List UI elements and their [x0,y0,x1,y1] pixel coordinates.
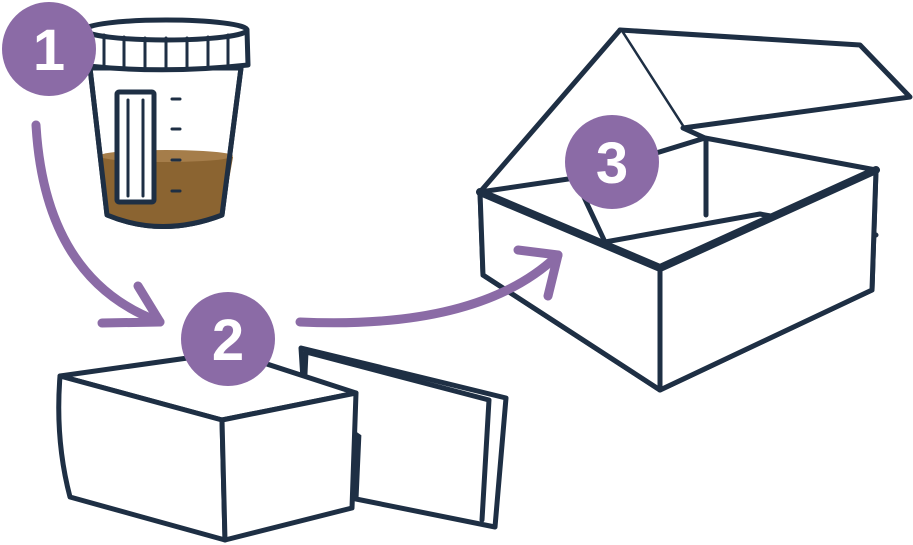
step-badge-3: 3 [565,115,659,209]
arrow-head-2 [513,245,563,301]
step-number-2: 2 [212,308,244,373]
arrow-step2-to-step3 [295,250,563,328]
open-shipping-box-icon [476,27,913,393]
specimen-cup-icon [82,17,251,229]
arrow-head-1 [97,281,165,328]
arrow-step1-to-step2 [31,120,165,327]
closed-box-with-lid-icon [56,345,509,543]
step-number-1: 1 [33,18,65,83]
step-badge-1: 1 [2,2,96,96]
flow-arrows [31,120,563,328]
step-badge-2: 2 [181,292,275,386]
step-number-3: 3 [596,131,628,196]
